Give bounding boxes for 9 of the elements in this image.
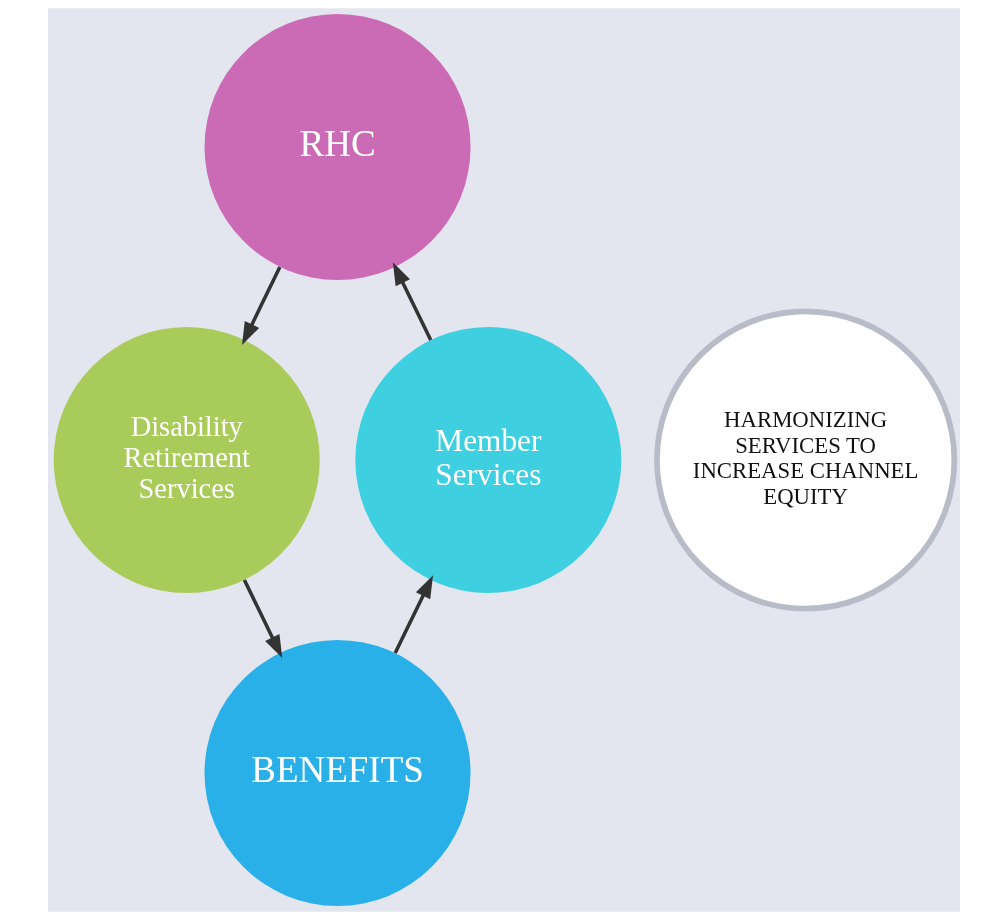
node-circle: HARMONIZING SERVICES TO INCREASE CHANNEL EQUITY (654, 308, 958, 612)
node-circle: BENEFITS (204, 640, 471, 907)
arrow (242, 579, 283, 658)
arrow (393, 575, 434, 654)
arrow (392, 262, 433, 341)
node-circle: Member Services (355, 326, 622, 594)
arrow (242, 266, 282, 345)
node-circle: RHC (204, 13, 471, 280)
node-circle: Disability Retirement Services (53, 326, 320, 594)
